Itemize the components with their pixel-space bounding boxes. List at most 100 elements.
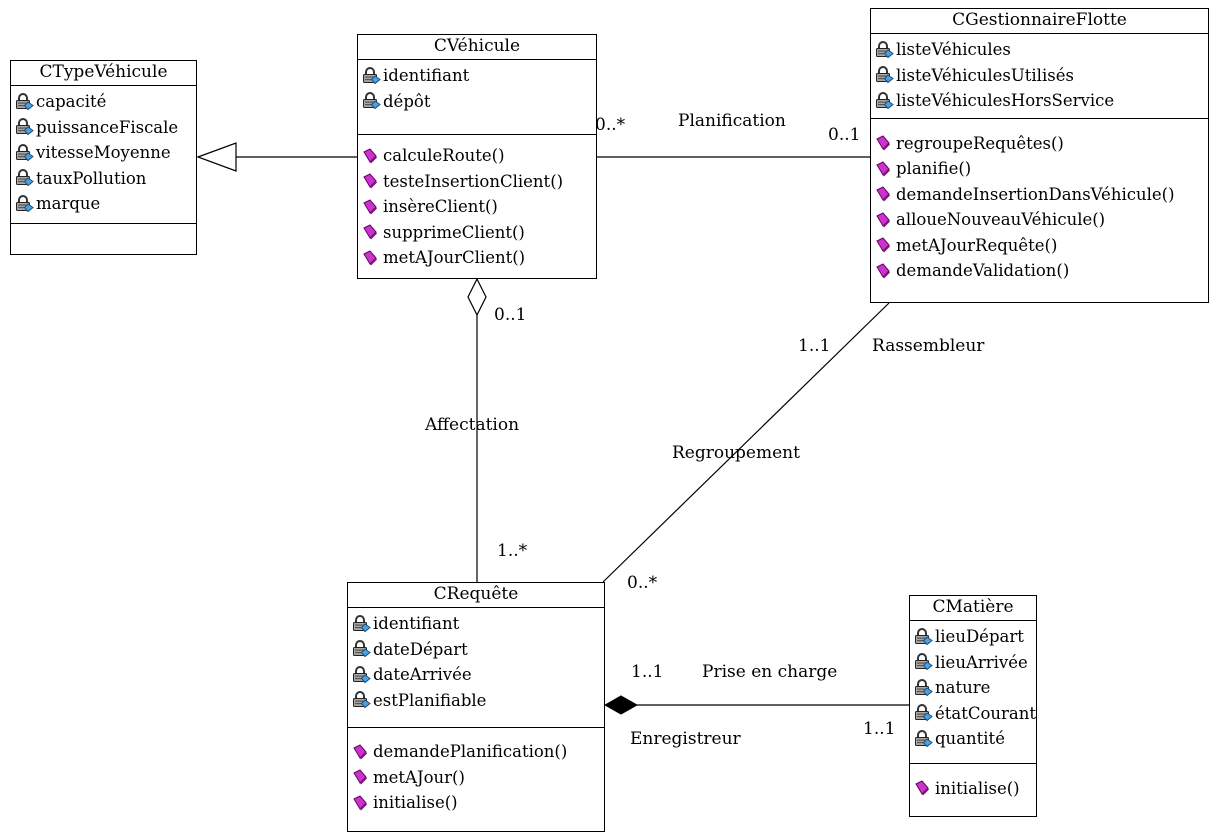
private-attribute-icon xyxy=(915,729,933,747)
operation-row: demandePlanification() xyxy=(352,739,604,765)
class-ctypevehicule: CTypeVéhicule capacité puissanceFiscale vit… xyxy=(10,60,197,255)
attributes-compartment: capacité puissanceFiscale vitesseMoyenne ta… xyxy=(11,86,196,224)
role-rassembleur-label: Rassembleur xyxy=(872,336,985,356)
attribute-row: listeVéhiculesHorsService xyxy=(875,88,1208,114)
operation-name: metAJour() xyxy=(373,767,465,787)
attribute-row: capacité xyxy=(15,89,196,115)
attribute-name: listeVéhiculesHorsService xyxy=(896,91,1115,110)
private-attribute-icon xyxy=(915,704,933,722)
public-operation-icon xyxy=(363,224,377,240)
operations-compartment: calculeRoute() testeInsertionClient() insè… xyxy=(358,135,596,275)
operation-row: initialise() xyxy=(914,776,1036,802)
private-attribute-icon xyxy=(353,691,371,709)
operation-row: alloueNouveauVéhicule() xyxy=(875,207,1208,233)
mult-planification-gestionnaire: 0..1 xyxy=(828,125,861,145)
attribute-row: dateDépart xyxy=(352,637,604,663)
operation-row: testeInsertionClient() xyxy=(362,169,596,195)
operation-row: metAJourRequête() xyxy=(875,233,1208,259)
private-attribute-icon xyxy=(16,118,34,136)
operation-row: metAJourClient() xyxy=(362,245,596,271)
operation-row: metAJour() xyxy=(352,765,604,791)
operation-name: demandeValidation() xyxy=(896,261,1070,280)
role-enregistreur-label: Enregistreur xyxy=(630,729,741,749)
attributes-compartment: identifiant dateDépart dateArrivée estPlani… xyxy=(348,608,604,728)
private-attribute-icon xyxy=(363,66,381,84)
attribute-row: dépôt xyxy=(362,89,596,115)
assoc-regroupement-label: Regroupement xyxy=(672,443,800,463)
attribute-row: listeVéhiculesUtilisés xyxy=(875,63,1208,89)
operation-row: insèreClient() xyxy=(362,194,596,220)
attribute-row: lieuArrivée xyxy=(914,650,1036,676)
class-name: CVéhicule xyxy=(358,35,596,60)
attribute-name: estPlanifiable xyxy=(373,690,487,710)
attribute-row: puissanceFiscale xyxy=(15,115,196,141)
operations-compartment: regroupeRequêtes()planifie()demandeInser… xyxy=(871,119,1208,288)
attribute-row: étatCourant xyxy=(914,701,1036,727)
assoc-planification-label: Planification xyxy=(678,111,786,131)
operation-name: initialise() xyxy=(935,778,1020,798)
private-attribute-icon xyxy=(915,627,933,645)
assoc-prise-en-charge-label: Prise en charge xyxy=(702,662,838,682)
operation-name: insèreClient() xyxy=(383,197,498,216)
mult-planification-vehicule: 0..* xyxy=(595,115,626,135)
attribute-row: vitesseMoyenne xyxy=(15,140,196,166)
operation-name: demandePlanification() xyxy=(373,742,568,761)
composition-diamond xyxy=(603,695,639,715)
private-attribute-icon xyxy=(363,92,381,110)
attribute-row: nature xyxy=(914,675,1036,701)
attribute-name: marque xyxy=(36,194,101,213)
private-attribute-icon xyxy=(16,169,34,187)
public-operation-icon xyxy=(876,212,890,228)
operation-name: metAJourClient() xyxy=(383,248,526,267)
mult-regroupement-gestionnaire: 1..1 xyxy=(798,336,831,356)
class-name: CTypeVéhicule xyxy=(11,61,196,86)
attribute-name: puissanceFiscale xyxy=(36,117,179,137)
attribute-name: lieuArrivée xyxy=(935,652,1028,672)
attributes-compartment: listeVéhicules listeVéhiculesUtilisés list… xyxy=(871,34,1208,119)
private-attribute-icon xyxy=(353,665,371,683)
public-operation-icon xyxy=(876,186,890,202)
operation-row: calculeRoute() xyxy=(362,143,596,169)
public-operation-icon xyxy=(363,148,377,164)
attribute-name: quantité xyxy=(935,729,1005,748)
attribute-name: listeVéhiculesUtilisés xyxy=(896,65,1074,85)
attribute-row: tauxPollution xyxy=(15,166,196,192)
attribute-name: identifiant xyxy=(373,614,460,633)
private-attribute-icon xyxy=(16,92,34,110)
operation-name: calculeRoute() xyxy=(383,146,505,165)
aggregation-diamond xyxy=(467,277,487,317)
operations-compartment xyxy=(11,224,196,245)
attribute-row: lieuDépart xyxy=(914,624,1036,650)
attribute-name: capacité xyxy=(36,92,107,111)
private-attribute-icon xyxy=(16,143,34,161)
private-attribute-icon xyxy=(353,640,371,658)
operations-compartment: demandePlanification() metAJour() initiali… xyxy=(348,728,604,820)
mult-affectation-vehicule: 0..1 xyxy=(494,305,527,325)
attribute-name: dépôt xyxy=(383,91,431,111)
attribute-name: vitesseMoyenne xyxy=(36,143,171,162)
mult-prise-requete: 1..1 xyxy=(631,662,664,682)
public-operation-icon xyxy=(876,161,890,177)
public-operation-icon xyxy=(363,199,377,215)
operation-name: planifie() xyxy=(896,159,972,178)
attribute-row: identifiant xyxy=(362,63,596,89)
attribute-name: dateDépart xyxy=(373,639,468,659)
operations-compartment: initialise() xyxy=(910,764,1036,806)
operation-row: demandeInsertionDansVéhicule() xyxy=(875,182,1208,208)
private-attribute-icon xyxy=(915,678,933,696)
attribute-row: estPlanifiable xyxy=(352,688,604,714)
operation-row: demandeValidation() xyxy=(875,258,1208,284)
class-name: CMatière xyxy=(910,596,1036,621)
private-attribute-icon xyxy=(353,614,371,632)
public-operation-icon xyxy=(876,237,890,253)
attribute-name: listeVéhicules xyxy=(896,40,1011,59)
generalization-arrowhead xyxy=(196,142,237,172)
attribute-name: dateArrivée xyxy=(373,665,472,684)
operation-name: initialise() xyxy=(373,793,458,812)
